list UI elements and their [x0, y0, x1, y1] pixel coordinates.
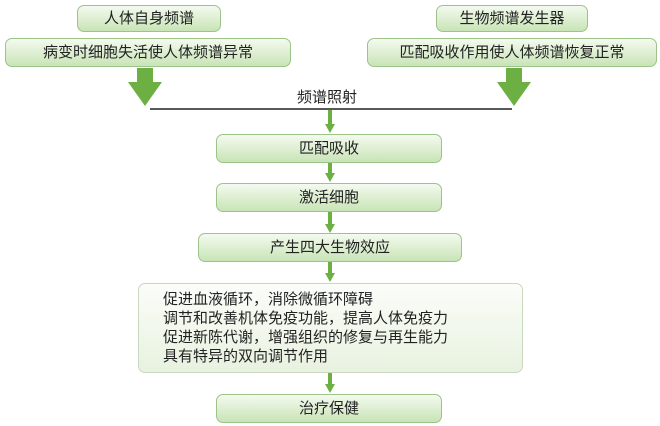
step-match-absorb-text: 匹配吸收 [298, 139, 359, 157]
small-arrow-1 [325, 110, 335, 133]
merge-label: 频谱照射 [297, 88, 358, 106]
step-activate-cells-text: 激活细胞 [298, 188, 359, 206]
big-arrow-left [128, 68, 162, 106]
box-generator-desc: 匹配吸收作用使人体频谱恢复正常 [367, 38, 657, 67]
effect-item-2: 调节和改善机体免疫功能，提高人体免疫力 [163, 309, 449, 327]
effect-item-3: 促进新陈代谢，增强组织的修复与再生能力 [163, 328, 449, 346]
step-activate-cells: 激活细胞 [216, 183, 442, 212]
effect-item-4: 具有特异的双向调节作用 [163, 347, 329, 365]
effects-list-box: 促进血液循环，消除微循环障碍 调节和改善机体免疫功能，提高人体免疫力 促进新陈代… [138, 283, 523, 373]
box-human-spectrum-desc: 病变时细胞失活使人体频谱异常 [5, 38, 291, 67]
box-generator-desc-text: 匹配吸收作用使人体频谱恢复正常 [399, 43, 625, 61]
step-match-absorb: 匹配吸收 [216, 134, 442, 163]
small-arrow-2 [325, 163, 335, 182]
box-human-spectrum-title: 人体自身频谱 [77, 5, 221, 32]
small-arrow-3 [325, 212, 335, 233]
big-arrow-right [497, 68, 531, 106]
step-bio-effects: 产生四大生物效应 [198, 233, 462, 262]
small-arrow-4 [325, 262, 335, 282]
small-arrow-5 [325, 373, 335, 393]
effect-item-1: 促进血液循环，消除微循环障碍 [163, 290, 374, 308]
box-human-spectrum-desc-text: 病变时细胞失活使人体频谱异常 [42, 43, 253, 61]
step-treatment-health-text: 治疗保健 [298, 399, 359, 417]
box-generator-title-text: 生物频谱发生器 [459, 9, 565, 27]
step-bio-effects-text: 产生四大生物效应 [269, 238, 390, 256]
box-human-spectrum-title-text: 人体自身频谱 [103, 9, 194, 27]
box-generator-title: 生物频谱发生器 [436, 5, 588, 32]
step-treatment-health: 治疗保健 [216, 394, 442, 423]
